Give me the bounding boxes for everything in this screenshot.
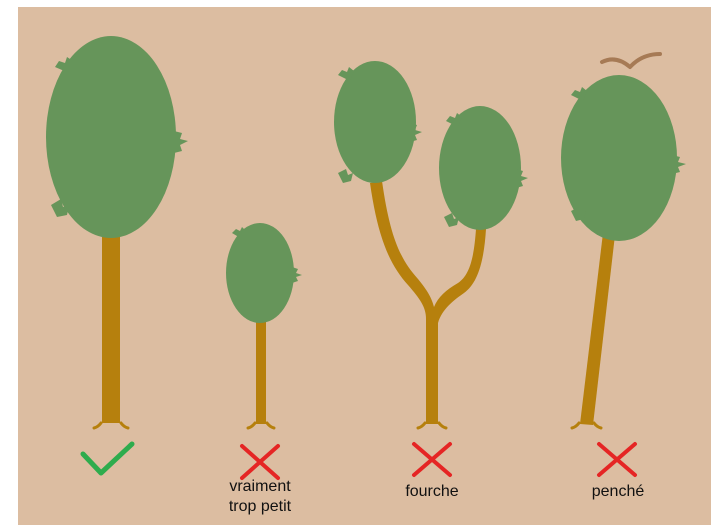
caption-small-tree: vraiment trop petit xyxy=(198,477,322,517)
diagram-panel: vraiment trop petit fourche penché xyxy=(18,7,711,525)
tree-selection-diagram xyxy=(18,7,711,525)
tree-trunk xyxy=(256,319,266,424)
caption-forked-tree: fourche xyxy=(377,482,487,502)
caption-leaning-tree: penché xyxy=(564,482,672,502)
tree-trunk xyxy=(102,227,120,423)
